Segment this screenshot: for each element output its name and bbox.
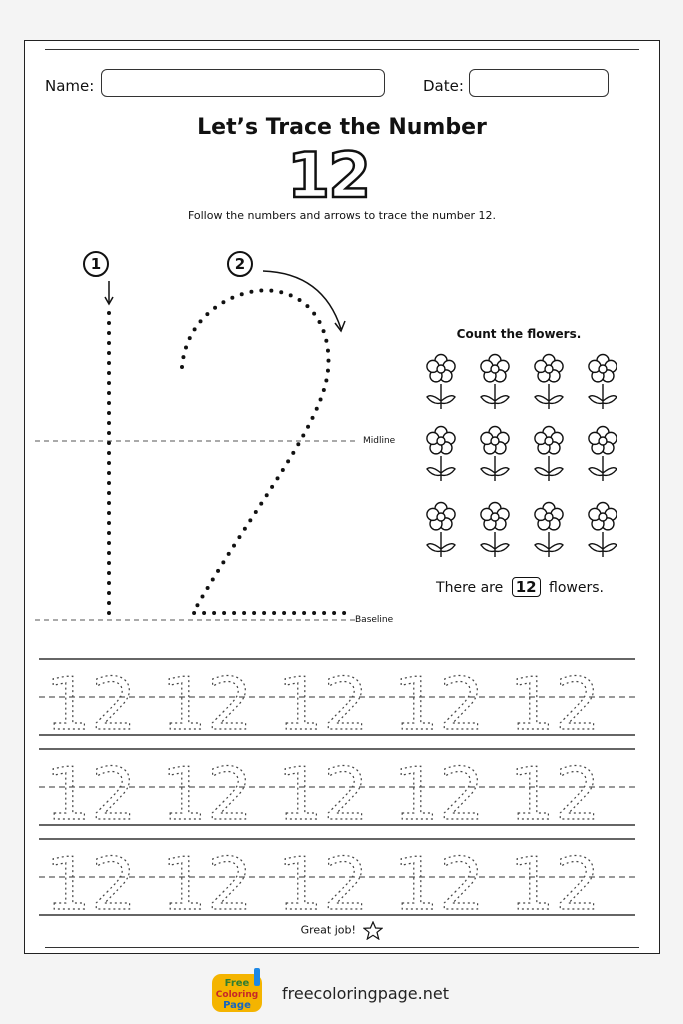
midline-label: Midline <box>363 436 396 446</box>
practice-trace-number[interactable]: 12 <box>509 751 602 836</box>
flower-icon <box>426 501 456 557</box>
flower-icon <box>534 501 564 557</box>
flower-icon <box>480 353 510 409</box>
worksheet: Name: Date: Let’s Trace the Number 12 Fo… <box>24 40 660 954</box>
outlined-number: 12 <box>286 139 373 212</box>
practice-trace-number[interactable]: 12 <box>277 661 370 746</box>
practice-row: 12 12 12 12 12 <box>39 748 635 837</box>
closing-text: Great job! <box>300 923 356 937</box>
logo-line-3: Page <box>223 1000 251 1011</box>
site-link[interactable]: freecoloringpage.net <box>282 984 449 1003</box>
flower-icon <box>588 501 617 557</box>
flower-icon <box>534 353 564 409</box>
name-field[interactable] <box>101 69 385 97</box>
closing-message: Great job! <box>25 921 659 940</box>
flower-icon <box>426 425 456 481</box>
logo-line-2: Coloring <box>216 990 258 1000</box>
date-field[interactable] <box>469 69 609 97</box>
practice-row: 12 12 12 12 12 <box>39 658 635 747</box>
arrow-head-icon <box>104 296 114 306</box>
flower-icon <box>480 501 510 557</box>
step-2-badge: 2 <box>227 251 253 277</box>
instruction-text: Follow the numbers and arrows to trace t… <box>187 209 497 222</box>
name-label: Name: <box>45 77 95 95</box>
practice-trace-number[interactable]: 12 <box>45 751 138 836</box>
flower-icon <box>534 425 564 481</box>
practice-row: 12 12 12 12 12 <box>39 838 635 927</box>
count-title: Count the flowers. <box>456 327 582 341</box>
practice-trace-number[interactable]: 12 <box>45 661 138 746</box>
top-border-line <box>45 49 639 50</box>
bottom-border-line <box>45 947 639 948</box>
count-sentence: There are 12 flowers. <box>415 577 625 597</box>
practice-trace-number[interactable]: 12 <box>393 841 486 926</box>
practice-trace-number[interactable]: 12 <box>509 841 602 926</box>
step-1-badge: 1 <box>83 251 109 277</box>
free-coloring-page-logo: Free Coloring Page <box>212 968 262 1012</box>
footer: Free Coloring Page freecoloringpage.net <box>0 960 683 1024</box>
logo-line-1: Free <box>225 978 250 989</box>
practice-trace-number[interactable]: 12 <box>161 841 254 926</box>
curve-arrow-icon <box>262 270 342 330</box>
practice-trace-number[interactable]: 12 <box>277 841 370 926</box>
trace-guides <box>35 270 355 621</box>
page-title: Let’s Trace the Number <box>197 115 487 140</box>
practice-trace-number[interactable]: 12 <box>393 751 486 836</box>
flower-icon <box>588 425 617 481</box>
flower-icon <box>426 353 456 409</box>
flowers-svg <box>426 353 617 557</box>
practice-trace-number[interactable]: 12 <box>45 841 138 926</box>
practice-trace-number[interactable]: 12 <box>161 751 254 836</box>
flower-icon <box>480 425 510 481</box>
count-prefix: There are <box>436 580 504 596</box>
practice-trace-number[interactable]: 12 <box>277 751 370 836</box>
practice-trace-number[interactable]: 12 <box>161 661 254 746</box>
count-suffix: flowers. <box>549 580 604 596</box>
practice-trace-number[interactable]: 12 <box>509 661 602 746</box>
dotted-two <box>180 288 352 615</box>
date-label: Date: <box>423 77 464 95</box>
count-answer-box: 12 <box>511 577 541 597</box>
curve-arrow-head-icon <box>334 320 346 333</box>
practice-trace-number[interactable]: 12 <box>393 661 486 746</box>
star-icon <box>363 921 384 940</box>
flower-icon <box>588 353 617 409</box>
baseline-label: Baseline <box>355 615 394 625</box>
